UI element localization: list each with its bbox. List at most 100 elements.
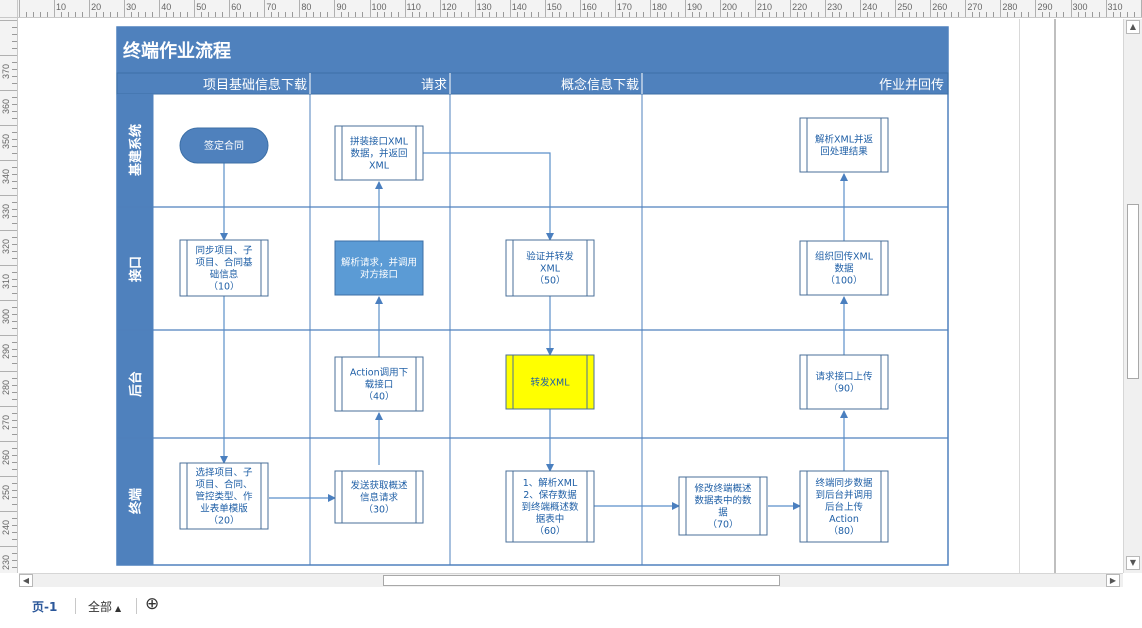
ruler-tick xyxy=(1077,12,1079,17)
process-box[interactable] xyxy=(334,125,424,181)
node-label: （90） xyxy=(828,383,859,395)
ruler-tick xyxy=(82,12,84,17)
start-terminator[interactable] xyxy=(179,127,269,164)
ruler-tick xyxy=(404,0,406,17)
ruler-tick xyxy=(502,12,504,17)
scroll-up-icon[interactable]: ▲ xyxy=(1126,20,1140,34)
tab-page-1[interactable]: 页-1 xyxy=(32,600,58,614)
ruler-tick xyxy=(769,12,771,17)
ruler-label: 190 xyxy=(686,2,702,12)
process-box[interactable] xyxy=(334,240,424,296)
process-box[interactable] xyxy=(799,240,889,296)
node-label: 到终端概述数 xyxy=(521,501,579,513)
process-box[interactable] xyxy=(334,470,424,524)
add-page-icon[interactable]: ⊕ xyxy=(145,594,160,614)
ruler-label: 270 xyxy=(1,414,11,430)
process-box[interactable] xyxy=(179,462,269,530)
process-box[interactable] xyxy=(799,354,889,410)
ruler-tick xyxy=(236,12,238,17)
ruler-tick xyxy=(783,12,785,17)
ruler-label: 290 xyxy=(1,344,11,360)
ruler-tick xyxy=(0,335,17,337)
ruler-tick xyxy=(411,12,413,17)
ruler-label: 130 xyxy=(476,2,492,12)
ruler-tick xyxy=(166,12,168,17)
ruler-label: 300 xyxy=(1,309,11,325)
ruler-label: 240 xyxy=(1,519,11,535)
vertical-scrollbar[interactable]: ▲ ▼ xyxy=(1123,19,1142,573)
process-box[interactable] xyxy=(334,356,424,412)
ruler-tick xyxy=(951,12,953,17)
ruler-label: 110 xyxy=(406,2,421,12)
drawing-canvas[interactable]: 终端作业流程 项目基础信息下载 请求 概念信息下载 作业并回传 基建系统 接口 xyxy=(19,19,1123,573)
ruler-tick xyxy=(649,0,651,17)
node-label: Action调用下 xyxy=(350,368,408,379)
ruler-tick xyxy=(916,12,918,17)
process-box[interactable] xyxy=(505,239,595,297)
horizontal-scrollbar[interactable]: ◀ ▶ xyxy=(19,573,1123,587)
process-box[interactable] xyxy=(505,354,595,410)
ruler-tick xyxy=(818,12,820,17)
process-node-90[interactable]: 请求接口上传（90） xyxy=(799,354,889,410)
tab-all-pages[interactable]: 全部▲ xyxy=(88,598,121,615)
ruler-label: 140 xyxy=(511,2,527,12)
scroll-thumb[interactable] xyxy=(383,575,780,586)
ruler-tick xyxy=(530,12,532,17)
ruler-tick xyxy=(544,0,546,17)
ruler-tick xyxy=(12,412,17,414)
ruler-tick xyxy=(1035,0,1037,17)
ruler-tick xyxy=(12,188,17,190)
node-label: 础信息 xyxy=(210,269,239,281)
ruler-tick xyxy=(509,0,511,17)
ruler-label: 270 xyxy=(967,2,983,12)
scroll-down-icon[interactable]: ▼ xyxy=(1126,556,1140,570)
connector-arrow xyxy=(423,152,554,241)
process-box[interactable] xyxy=(678,476,768,536)
ruler-tick xyxy=(0,545,17,547)
node-label: 对方接口 xyxy=(360,269,398,281)
ruler-tick xyxy=(33,12,34,17)
ruler-tick xyxy=(1070,0,1072,17)
process-box[interactable] xyxy=(179,239,269,297)
scroll-left-icon[interactable]: ◀ xyxy=(19,574,33,587)
ruler-label: 280 xyxy=(1,379,11,395)
node-label: （10） xyxy=(208,281,239,293)
process-box[interactable] xyxy=(799,117,889,173)
ruler-tick xyxy=(383,12,385,17)
tab-separator xyxy=(75,598,76,614)
ruler-tick xyxy=(1126,12,1128,17)
ruler-tick xyxy=(313,12,315,17)
ruler-label: 40 xyxy=(161,2,172,12)
process-box[interactable] xyxy=(799,470,889,543)
node-label: 管控类型、作 xyxy=(195,491,253,503)
ruler-label: 120 xyxy=(441,2,457,12)
ruler-tick xyxy=(965,0,967,17)
scroll-thumb[interactable] xyxy=(1127,204,1139,379)
ruler-tick xyxy=(159,0,161,17)
node-label: 项目、合同基 xyxy=(195,257,253,269)
scroll-right-icon[interactable]: ▶ xyxy=(1106,574,1120,587)
ruler-tick xyxy=(12,356,17,358)
ruler-tick xyxy=(12,34,17,35)
process-node-forward-xml[interactable]: 转发XML xyxy=(505,354,595,410)
ruler-tick xyxy=(642,12,644,17)
ruler-tick xyxy=(881,12,883,17)
process-box[interactable] xyxy=(505,470,595,543)
ruler-tick xyxy=(439,0,441,17)
ruler-tick xyxy=(551,12,553,17)
ruler-tick xyxy=(1000,0,1002,17)
ruler-tick xyxy=(138,12,140,17)
